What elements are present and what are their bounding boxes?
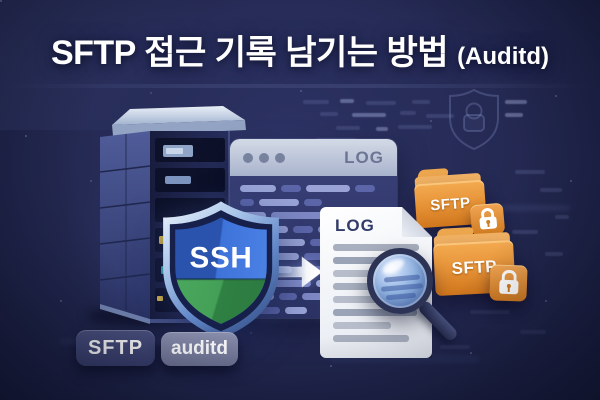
page-title: SFTP 접근 기록 남기는 방법 (Auditd) xyxy=(0,25,600,74)
log-window-title: LOG xyxy=(344,147,384,167)
tag-sftp: SFTP xyxy=(76,330,155,366)
tag-auditd: auditd xyxy=(161,332,238,366)
ssh-shield-icon: ​ SSH xyxy=(163,201,279,339)
faint-shield-lock-icon xyxy=(449,88,499,151)
floor-streak xyxy=(500,205,570,211)
title-main-text: SFTP 접근 기록 남기는 방법 xyxy=(50,34,449,72)
window-control-dots xyxy=(243,152,285,163)
tag-label: SFTP xyxy=(87,336,144,359)
padlock-icon xyxy=(489,264,528,302)
light-streak xyxy=(0,84,600,88)
lens-glint xyxy=(380,256,407,277)
server-side-panel xyxy=(100,131,150,319)
tag-label: auditd xyxy=(171,338,228,359)
folder-label: SFTP xyxy=(429,194,472,214)
magnifier-icon xyxy=(367,248,433,314)
log-document-title: LOG xyxy=(335,216,375,235)
log-window-titlebar: LOG xyxy=(230,139,397,176)
shield-label: SSH xyxy=(190,241,253,274)
background-noise-dots xyxy=(0,0,2,2)
title-suffix-text: (Auditd) xyxy=(457,43,550,70)
